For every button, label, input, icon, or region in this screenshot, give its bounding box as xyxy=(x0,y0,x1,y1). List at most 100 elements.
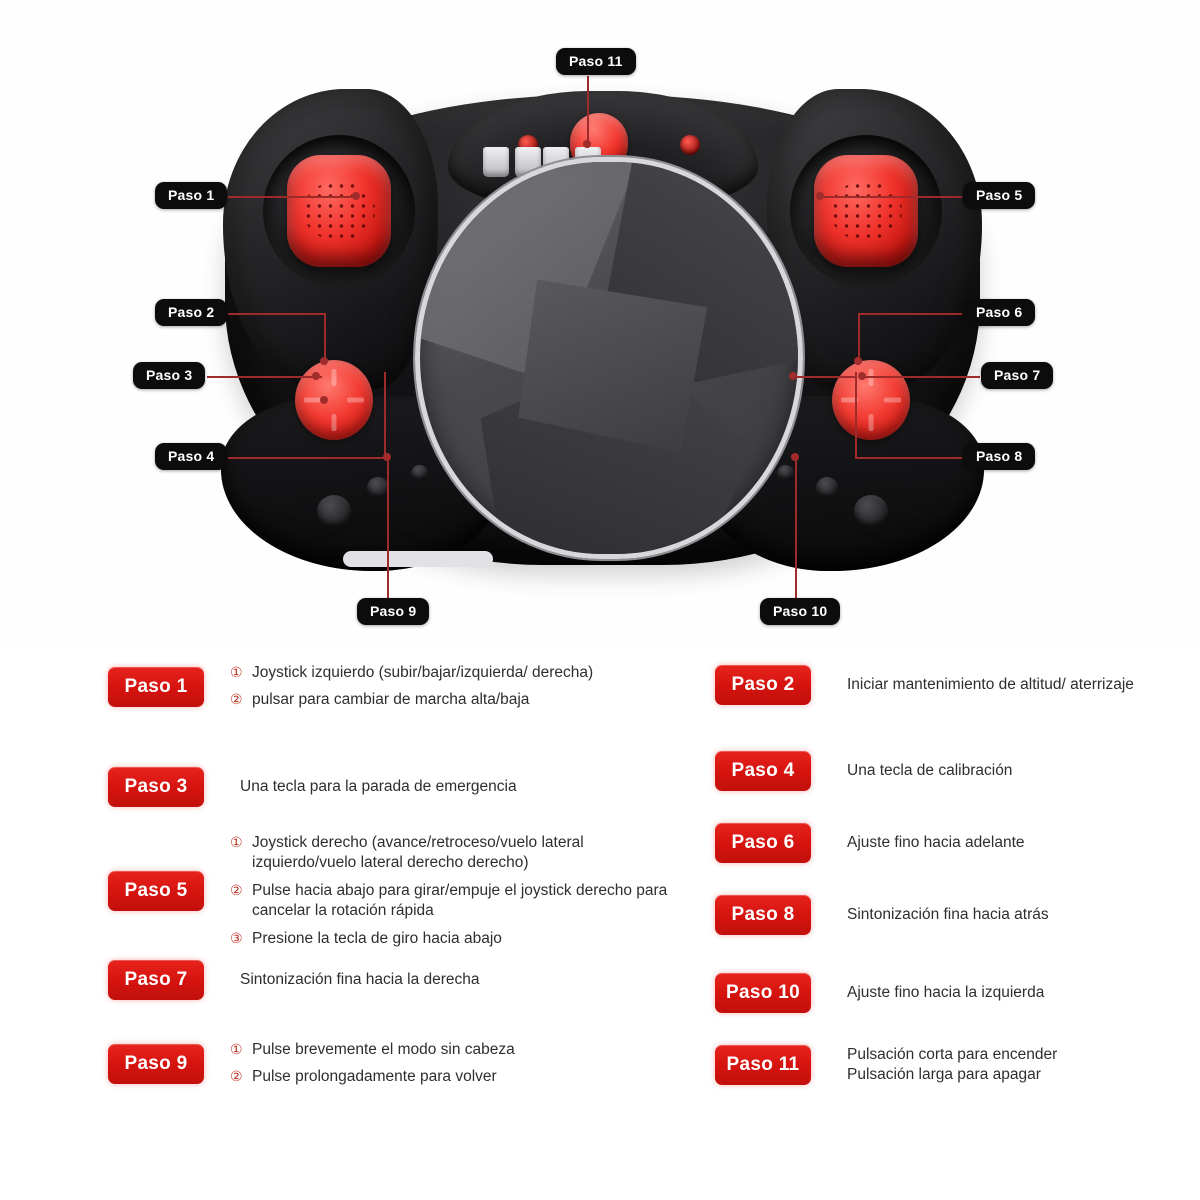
legend-description-text: Una tecla para la parada de emergencia xyxy=(240,777,517,795)
callout-paso3[interactable]: Paso 3 xyxy=(133,362,206,389)
right-grip-button-large[interactable] xyxy=(854,495,888,527)
legend-badge[interactable]: Paso 3 xyxy=(108,767,204,807)
circled-number-icon: ② xyxy=(230,881,243,898)
callout-paso9[interactable]: Paso 9 xyxy=(357,598,430,625)
right-grip-button-small[interactable] xyxy=(777,465,794,481)
legend-badge[interactable]: Paso 8 xyxy=(715,895,811,935)
leader-dot-paso5 xyxy=(816,192,824,200)
leader-dot-paso9 xyxy=(383,453,391,461)
circled-number-icon: ① xyxy=(230,1041,243,1057)
legend-line-spacer xyxy=(230,922,668,929)
legend-description-line: Una tecla para la parada de emergencia xyxy=(240,777,517,797)
joystick-grip-texture xyxy=(303,181,375,241)
callout-paso11[interactable]: Paso 11 xyxy=(556,48,636,75)
leader-line-paso1 xyxy=(228,196,358,198)
legend-description: Una tecla de calibración xyxy=(847,761,1012,781)
leader-dot-paso4 xyxy=(320,396,328,404)
right-joystick[interactable] xyxy=(814,155,918,267)
legend-description-text: Pulsación corta para encender xyxy=(847,1046,1058,1063)
leader-line-paso4-v xyxy=(384,372,386,458)
leader-line-paso8-h2 xyxy=(793,376,857,378)
leader-line-paso3 xyxy=(207,376,322,378)
legend-badge[interactable]: Paso 11 xyxy=(715,1045,811,1086)
legend-description: Ajuste fino hacia adelante xyxy=(847,833,1025,853)
legend-description: Una tecla para la parada de emergencia xyxy=(240,777,517,797)
legend-description-line: Pulsación larga para apagar xyxy=(847,1065,1057,1085)
remote-controller-illustration xyxy=(221,89,984,571)
legend-description: ① Joystick derecho (avance/retroceso/vuel… xyxy=(230,833,668,949)
right-trim-pad[interactable] xyxy=(832,360,910,440)
circled-number-icon: ① xyxy=(230,834,243,850)
legend-description-line: ② Pulse hacia abajo para girar/empuje el … xyxy=(230,881,668,922)
legend-entry: Paso 2 Iniciar mantenimiento de altitud/ … xyxy=(715,665,1134,705)
leader-line-paso6 xyxy=(858,313,962,315)
callout-paso8[interactable]: Paso 8 xyxy=(963,443,1036,470)
left-grip-button-small[interactable] xyxy=(411,465,428,481)
leader-dot-paso2 xyxy=(320,357,328,365)
legend-entry: Paso 6 Ajuste fino hacia adelante xyxy=(715,823,1025,863)
legend-badge[interactable]: Paso 6 xyxy=(715,823,811,863)
legend-description-line: Sintonización fina hacia atrás xyxy=(847,905,1049,925)
legend-description: Sintonización fina hacia atrás xyxy=(847,905,1049,925)
callout-paso4[interactable]: Paso 4 xyxy=(155,443,228,470)
leader-dot-paso6 xyxy=(854,357,862,365)
legend-description-text: Iniciar mantenimiento de altitud/ aterri… xyxy=(847,675,1134,693)
legend-description: Sintonización fina hacia la derecha xyxy=(240,970,480,990)
legend-description-text: pulsar para cambiar de marcha alta/baja xyxy=(252,691,530,709)
phone-holder-panel xyxy=(415,157,803,559)
legend-description-text: Ajuste fino hacia la izquierda xyxy=(847,983,1045,1001)
callout-paso2[interactable]: Paso 2 xyxy=(155,299,228,326)
legend-description-line: ① Joystick derecho (avance/retroceso/vuel… xyxy=(230,833,668,874)
legend-description-text: Joystick derecho (avance/retroceso/vuelo… xyxy=(252,834,584,872)
left-grip-button-large[interactable] xyxy=(317,495,351,527)
legend-entry: Paso 7 Sintonización fina hacia la derech… xyxy=(108,960,480,1000)
legend-description-text: Pulse hacia abajo para girar/empuje el j… xyxy=(252,881,668,920)
legend-badge[interactable]: Paso 5 xyxy=(108,871,204,912)
leader-line-paso10 xyxy=(795,455,797,598)
leader-dot-paso10 xyxy=(791,453,799,461)
legend-badge[interactable]: Paso 10 xyxy=(715,973,811,1013)
legend-description-line: Iniciar mantenimiento de altitud/ aterri… xyxy=(847,675,1134,695)
left-trim-pad[interactable] xyxy=(295,360,373,440)
callout-paso6[interactable]: Paso 6 xyxy=(963,299,1036,326)
legend-entry: Paso 5 ① Joystick derecho (avance/retroces… xyxy=(108,833,668,949)
callout-paso1[interactable]: Paso 1 xyxy=(155,182,228,209)
circled-number-icon: ③ xyxy=(230,929,243,946)
legend-badge[interactable]: Paso 9 xyxy=(108,1043,204,1084)
legend-description-line: Pulsación corta para encender xyxy=(847,1045,1057,1065)
leader-line-paso6-v xyxy=(858,313,860,365)
leader-dot-paso3 xyxy=(312,372,320,380)
legend-badge[interactable]: Paso 1 xyxy=(108,666,204,707)
legend-badge[interactable]: Paso 7 xyxy=(108,960,204,1000)
callout-paso5[interactable]: Paso 5 xyxy=(963,182,1036,209)
leader-dot-paso11 xyxy=(583,140,591,148)
legend-description-text: Ajuste fino hacia adelante xyxy=(847,833,1025,851)
leader-dot-paso7 xyxy=(858,372,866,380)
joystick-grip-texture xyxy=(830,181,902,241)
left-joystick[interactable] xyxy=(287,155,391,267)
right-grip-button-medium[interactable] xyxy=(816,477,838,498)
legend-description-line: Sintonización fina hacia la derecha xyxy=(240,970,480,990)
callout-paso7[interactable]: Paso 7 xyxy=(981,362,1054,389)
legend-badge[interactable]: Paso 2 xyxy=(715,665,811,705)
legend-description-text: Sintonización fina hacia atrás xyxy=(847,905,1049,923)
legend-badge[interactable]: Paso 4 xyxy=(715,751,811,791)
legend-line-spacer xyxy=(230,683,593,690)
left-grip-button-medium[interactable] xyxy=(367,477,389,498)
legend-description: Iniciar mantenimiento de altitud/ aterri… xyxy=(847,675,1134,695)
legend-description-line: Una tecla de calibración xyxy=(847,761,1012,781)
legend-description-text: Sintonización fina hacia la derecha xyxy=(240,970,480,988)
legend-description-text: Pulsación larga para apagar xyxy=(847,1066,1041,1084)
leader-line-paso5 xyxy=(820,196,962,198)
callout-paso10[interactable]: Paso 10 xyxy=(760,598,841,625)
left-joystick-well xyxy=(263,135,415,287)
